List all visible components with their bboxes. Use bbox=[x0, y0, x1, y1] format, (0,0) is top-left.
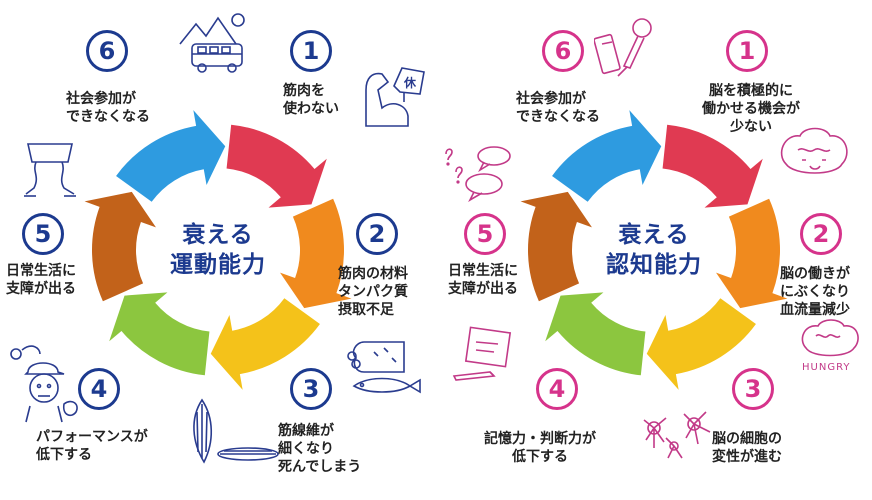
motor-step5-label: 日常生活に 支障が出る bbox=[6, 263, 76, 297]
cognitive-cycle-arrow-1 bbox=[662, 124, 763, 208]
cognitive-step2-label: 脳の働きが にぶくなり 血流量減少 bbox=[780, 266, 850, 318]
meat-fish-icon bbox=[344, 334, 424, 400]
cognitive-center-title-line1: 衰える bbox=[618, 222, 690, 248]
motor-step1-label: 筋肉を 使わない bbox=[283, 83, 339, 117]
motor-cycle-arrow-5 bbox=[84, 191, 156, 302]
sleeping-brain-icon bbox=[776, 124, 852, 184]
motor-cycle-diagram bbox=[84, 110, 352, 390]
cognitive-step1-label: 脳を積極的に 働かせる機会が 少ない bbox=[702, 83, 800, 135]
motor-cycle-arrow-4 bbox=[109, 292, 210, 376]
motor-cycle-arrow-2 bbox=[280, 198, 352, 309]
cognitive-step2-badge: 2 bbox=[800, 213, 842, 255]
motor-step6-label: 社会参加が できなくなる bbox=[66, 91, 150, 125]
motor-cycle-arrow-3 bbox=[210, 298, 320, 390]
motor-step4-label: パフォーマンスが 低下する bbox=[36, 429, 148, 463]
cognitive-step6-badge: 6 bbox=[542, 30, 584, 72]
cognitive-step4-badge: 4 bbox=[536, 368, 578, 410]
karaoke-microphone-icon bbox=[594, 14, 664, 80]
motor-cycle-arrows bbox=[84, 110, 352, 390]
motor-step1-badge: 1 bbox=[290, 30, 332, 72]
cognitive-step5-badge: 5 bbox=[464, 213, 506, 255]
cognitive-cycle-arrow-4 bbox=[545, 292, 646, 376]
motor-step3-badge: 3 bbox=[290, 368, 332, 410]
cognitive-center-title: 衰える 認知能力 bbox=[584, 220, 724, 280]
motor-center-title-line2: 運動能力 bbox=[170, 252, 266, 278]
cognitive-cycle-arrow-6 bbox=[552, 110, 662, 202]
cognitive-step4-label: 記憶力・判断力が 低下する bbox=[484, 431, 596, 465]
motor-ability-panel: 衰える 運動能力 1 筋肉を 使わない 2 筋肉の材料 タンパク質 摂取不足 3… bbox=[6, 8, 428, 475]
wobbly-legs-icon bbox=[22, 138, 78, 202]
baseball-player-icon bbox=[6, 342, 82, 424]
hungry-brain-icon: HUNGRY bbox=[798, 318, 862, 373]
motor-center-title-line1: 衰える bbox=[182, 222, 254, 248]
cognitive-step3-badge: 3 bbox=[732, 368, 774, 410]
rest-sign-text: 休 bbox=[404, 76, 417, 90]
flexed-arm-icon: 休 bbox=[358, 60, 428, 132]
brain-cells-icon bbox=[640, 398, 720, 462]
cognitive-cycle-arrow-3 bbox=[646, 298, 756, 390]
motor-cycle-arrow-1 bbox=[226, 124, 327, 208]
motor-step6-badge: 6 bbox=[86, 30, 128, 72]
muscle-fiber-icon bbox=[186, 398, 282, 466]
cognitive-cycle-arrows bbox=[520, 110, 788, 390]
cognitive-step6-label: 社会参加が できなくなる bbox=[516, 91, 600, 125]
memo-pencil-icon bbox=[450, 326, 516, 382]
motor-step2-label: 筋肉の材料 タンパク質 摂取不足 bbox=[338, 266, 408, 318]
confused-speech-bubbles-icon bbox=[438, 144, 518, 202]
cognitive-step3-label: 脳の細胞の 変性が進む bbox=[712, 431, 782, 465]
motor-step4-badge: 4 bbox=[78, 368, 120, 410]
cognitive-step5-label: 日常生活に 支障が出る bbox=[448, 263, 518, 297]
hungry-text: HUNGRY bbox=[802, 362, 851, 373]
motor-step2-badge: 2 bbox=[356, 213, 398, 255]
cognitive-cycle-arrow-5 bbox=[520, 191, 592, 302]
motor-step3-label: 筋線維が 細くなり 死んでしまう bbox=[278, 423, 362, 475]
motor-center-title: 衰える 運動能力 bbox=[148, 220, 288, 280]
motor-cycle-arrow-6 bbox=[116, 110, 226, 202]
cognitive-step1-badge: 1 bbox=[726, 30, 768, 72]
bus-mountain-icon bbox=[176, 8, 256, 76]
cognitive-ability-panel: 衰える 認知能力 1 脳を積極的に 働かせる機会が 少ない 2 脳の働きが にぶ… bbox=[436, 0, 872, 500]
cognitive-cycle-diagram bbox=[520, 110, 788, 390]
cognitive-cycle-arrow-2 bbox=[716, 198, 788, 309]
cognitive-center-title-line2: 認知能力 bbox=[606, 252, 702, 278]
motor-step5-badge: 5 bbox=[22, 213, 64, 255]
